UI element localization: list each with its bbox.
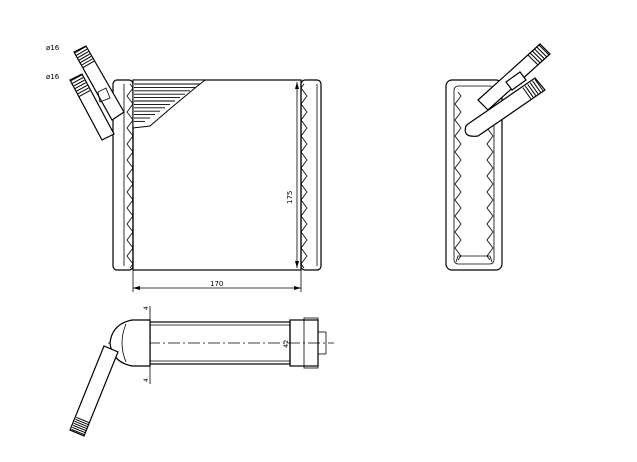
pipe-diameter-label-lower: ø16 (46, 73, 60, 81)
side-view (445, 43, 551, 271)
offset-label-top: 4 (143, 306, 150, 310)
side-pipe-lower (464, 77, 546, 137)
offset-label-bottom: 4 (143, 378, 150, 382)
front-view: ø16 ø16 175 170 (46, 44, 322, 292)
depth-dimension-label: 42 (282, 340, 290, 348)
inlet-pipe (73, 45, 125, 121)
outlet-pipe (69, 73, 115, 141)
width-dimension-label: 170 (210, 280, 223, 288)
header-shading (132, 79, 207, 129)
height-dimension-label: 175 (286, 191, 294, 204)
height-dimension: 175 (286, 82, 299, 268)
top-view: 42 4 4 (69, 306, 334, 437)
right-tank (300, 79, 322, 271)
width-dimension: 170 (132, 270, 302, 292)
side-frame (445, 79, 503, 271)
top-view-pipe (69, 345, 119, 437)
left-tank (112, 79, 134, 271)
pipe-diameter-label-upper: ø16 (46, 44, 60, 52)
